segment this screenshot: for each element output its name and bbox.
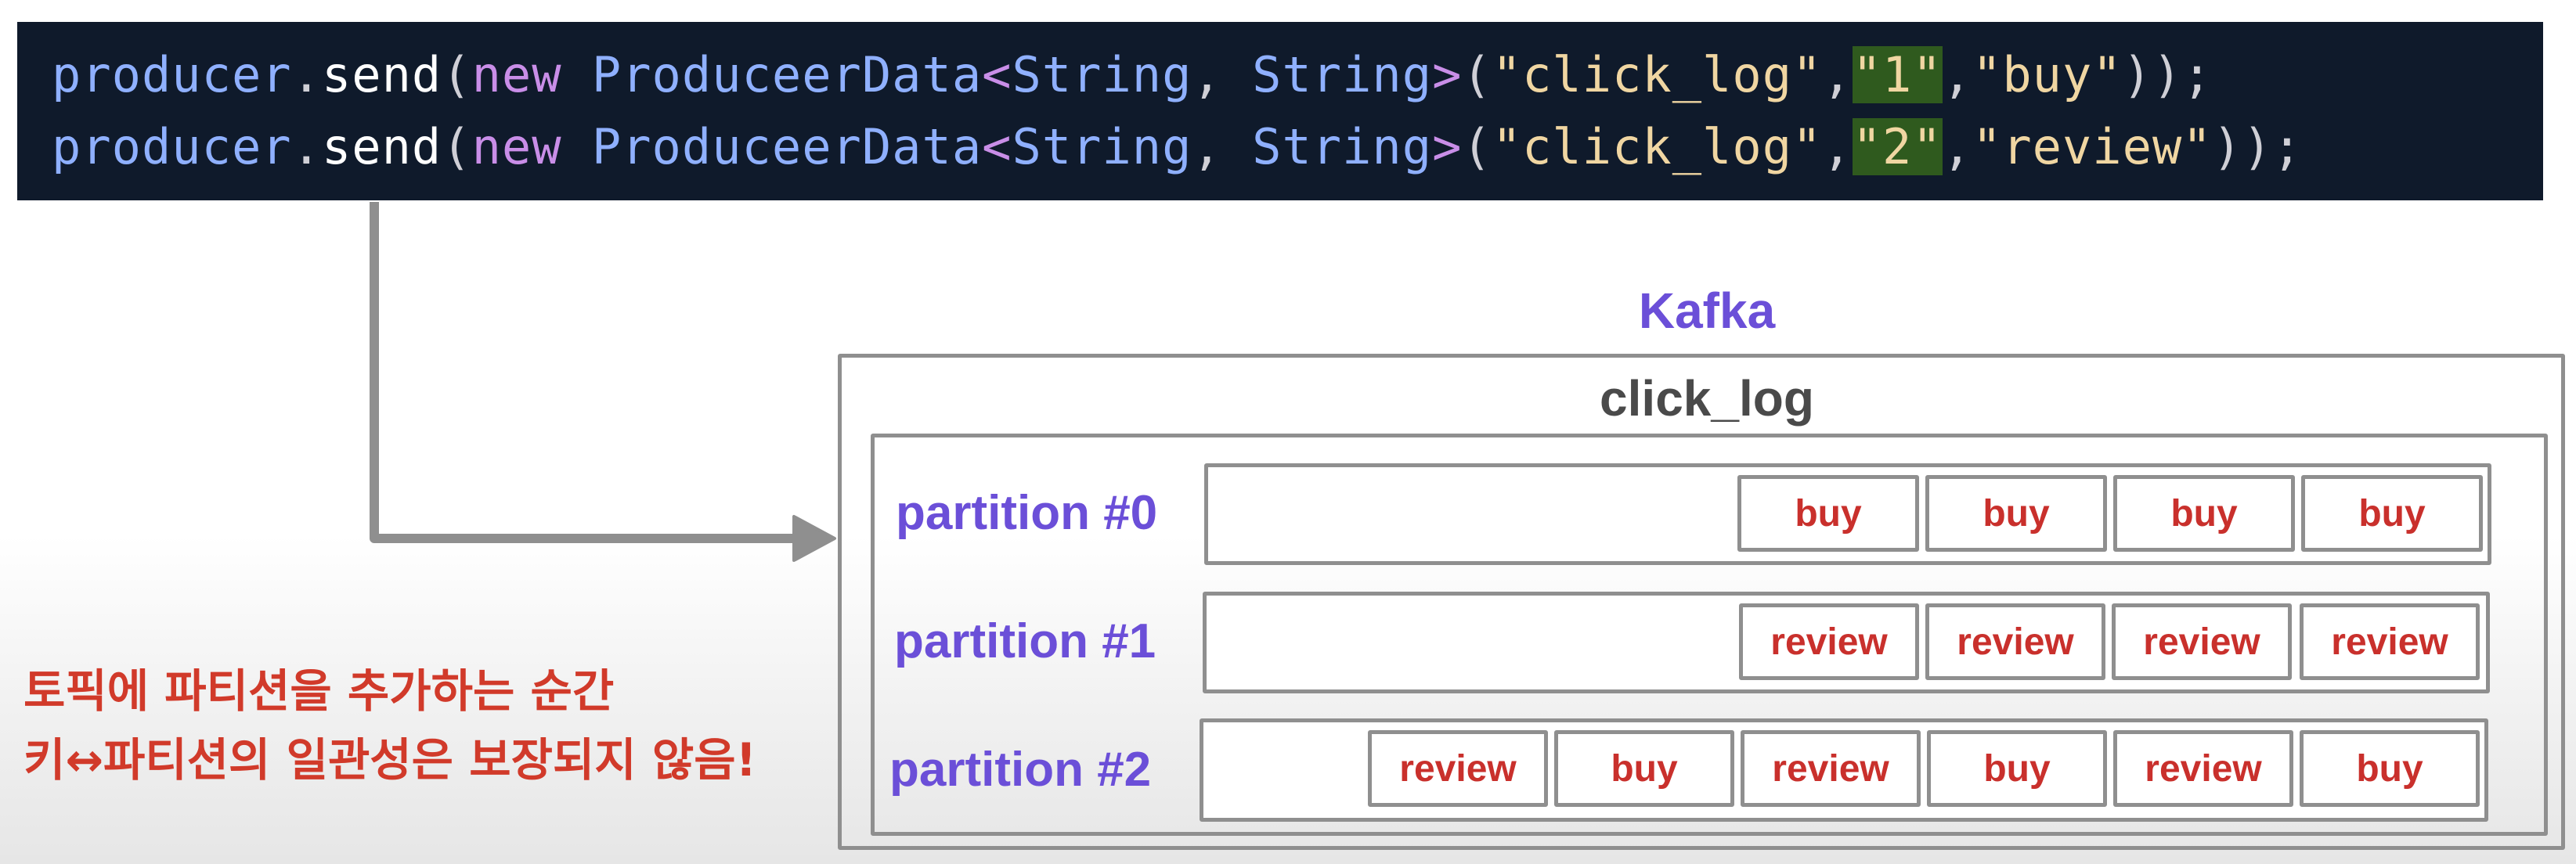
code-token: .: [291, 46, 322, 103]
code-token: [562, 46, 592, 103]
message-box: review: [2113, 730, 2293, 807]
code-token: ));: [2122, 46, 2213, 103]
partition-label-0: partition #0: [896, 486, 1158, 540]
note-line-1: 토픽에 파티션을 추가하는 순간: [23, 664, 615, 718]
message-box: review: [2300, 603, 2480, 680]
partition-row-0: buy buy buy buy: [1204, 463, 2491, 565]
code-token: "review": [1972, 118, 2213, 175]
code-token: [562, 118, 592, 175]
code-token: (: [1462, 118, 1492, 175]
partition-row-2: review buy review buy review buy: [1200, 718, 2488, 822]
code-token: (: [442, 118, 472, 175]
message-box: buy: [2300, 730, 2480, 807]
kafka-title: Kafka: [1638, 283, 1776, 339]
code-token: ProduceerData: [591, 118, 983, 175]
code-token: .: [291, 118, 322, 175]
message-box: review: [1739, 603, 1919, 680]
code-token: new: [471, 46, 562, 103]
code-token: ,: [1942, 118, 1972, 175]
code-token: (: [1462, 46, 1492, 103]
message-box: review: [1925, 603, 2105, 680]
message-box: review: [1368, 730, 1548, 807]
code-token: String: [1012, 118, 1192, 175]
code-token: producer: [52, 118, 292, 175]
message-box: buy: [1927, 730, 2107, 807]
message-box: buy: [1737, 475, 1919, 552]
message-box: buy: [1925, 475, 2107, 552]
code-line-1: producer.send(new ProduceerData<String, …: [52, 39, 2543, 111]
partition-row-1: review review review review: [1203, 592, 2490, 693]
code-token: String: [1012, 46, 1192, 103]
message-box: review: [2112, 603, 2292, 680]
code-token: String: [1252, 46, 1433, 103]
partition-label-2: partition #2: [889, 743, 1152, 797]
partition-label-1: partition #1: [894, 614, 1156, 668]
code-token: "buy": [1972, 46, 2123, 103]
code-token: send: [321, 118, 442, 175]
note-line-2: 키↔파티션의 일관성은 보장되지 않음!: [23, 733, 757, 787]
code-token: ,: [1192, 118, 1253, 175]
code-token: ,: [1942, 46, 1972, 103]
topic-title: click_log: [1600, 370, 1814, 427]
message-box: buy: [2113, 475, 2295, 552]
code-token: ,: [1822, 46, 1853, 103]
code-token: (: [442, 46, 472, 103]
arrow-line: [370, 202, 799, 543]
code-token: String: [1252, 118, 1433, 175]
code-token: new: [471, 118, 562, 175]
topic-box: [871, 434, 2548, 836]
arrow-head-icon: [792, 515, 836, 562]
code-token: >: [1432, 46, 1463, 103]
code-token: ,: [1192, 46, 1253, 103]
message-box: buy: [2301, 475, 2483, 552]
kafka-cluster-box: [838, 354, 2565, 850]
code-block: producer.send(new ProduceerData<String, …: [17, 22, 2543, 200]
code-token: <: [982, 46, 1012, 103]
message-box: review: [1741, 730, 1921, 807]
highlighted-key: "1": [1852, 46, 1943, 103]
highlighted-key: "2": [1852, 118, 1943, 175]
code-token: ));: [2212, 118, 2303, 175]
code-token: >: [1432, 118, 1463, 175]
code-token: ,: [1822, 118, 1853, 175]
code-line-2: producer.send(new ProduceerData<String, …: [52, 111, 2543, 183]
code-token: ProduceerData: [591, 46, 983, 103]
code-token: "click_log": [1492, 118, 1823, 175]
code-token: producer: [52, 46, 292, 103]
code-token: <: [982, 118, 1012, 175]
message-box: buy: [1554, 730, 1734, 807]
code-token: "click_log": [1492, 46, 1823, 103]
code-token: send: [321, 46, 442, 103]
